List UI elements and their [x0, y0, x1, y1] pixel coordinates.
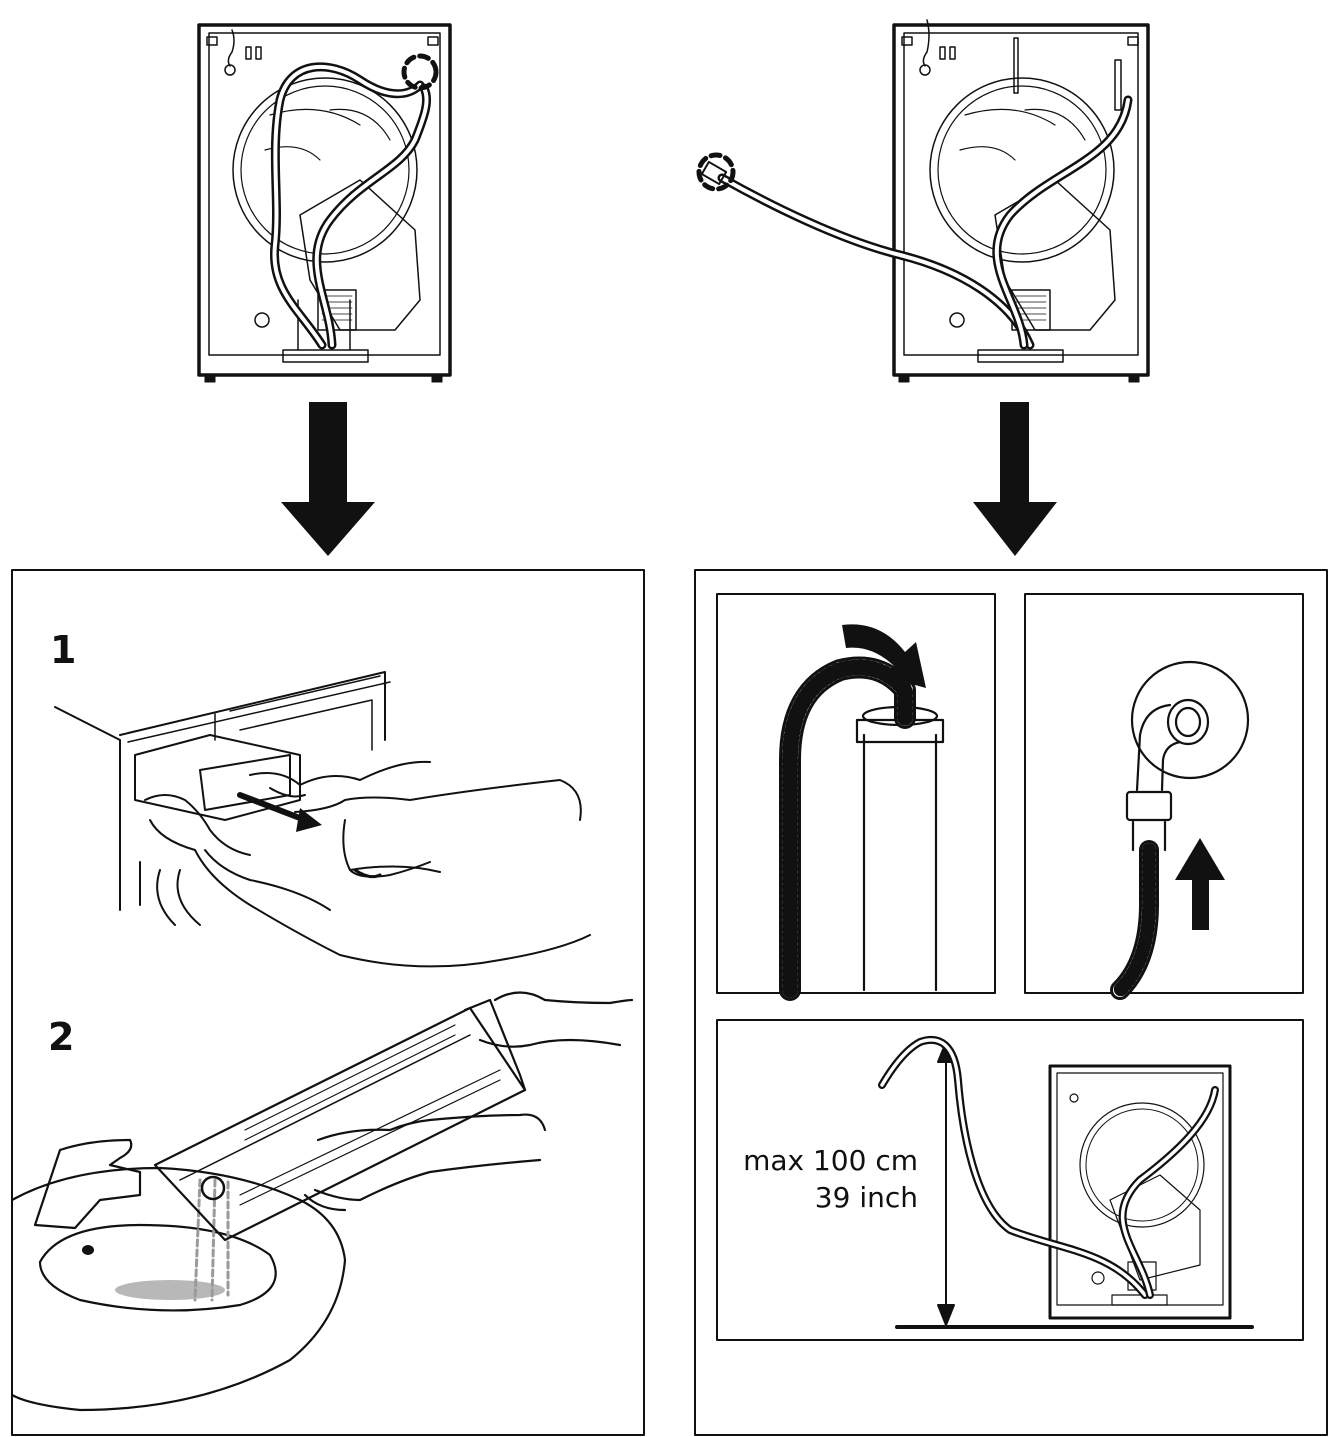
hose-over-pipe	[779, 656, 945, 1001]
left-panel	[11, 569, 645, 1436]
up-arrow-icon	[1175, 838, 1225, 930]
down-arrow-left	[281, 402, 375, 556]
washer-back-left	[197, 23, 452, 383]
down-arrow-right	[973, 402, 1057, 556]
curved-arrow-icon	[842, 624, 926, 688]
drawer-under-tap	[10, 991, 634, 1412]
dimension-label-cm: max 100 cm	[743, 1144, 918, 1177]
subpanel-height	[716, 1019, 1304, 1341]
step-2-label: 2	[48, 1015, 74, 1059]
washer-with-raised-hose	[878, 1035, 1254, 1329]
step-1-label: 1	[50, 628, 76, 672]
subpanel-pipe	[716, 593, 996, 994]
dimension-label-inch: 39 inch	[815, 1181, 918, 1214]
right-panel	[694, 569, 1328, 1436]
subpanel-wall	[1024, 593, 1304, 994]
dispenser-drawer-hands	[54, 671, 591, 968]
washer-back-right	[696, 19, 1150, 383]
hose-to-wall-outlet	[1110, 660, 1250, 1000]
